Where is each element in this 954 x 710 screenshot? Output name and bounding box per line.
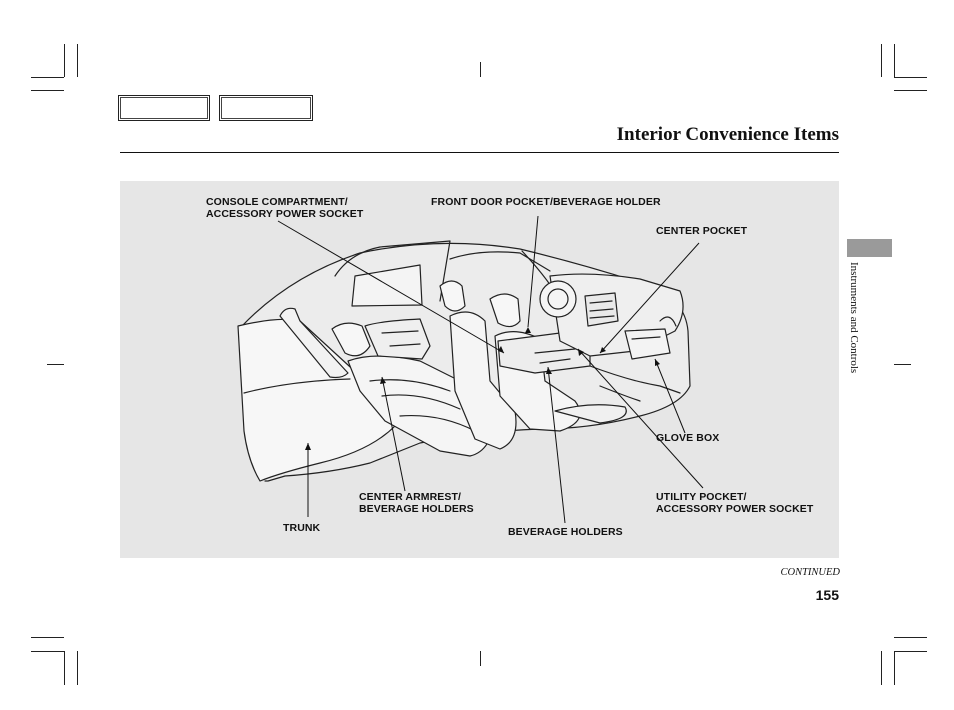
- crop-mark: [77, 44, 78, 77]
- crop-mark: [894, 651, 895, 685]
- crop-mark: [480, 62, 481, 77]
- crop-mark: [881, 44, 882, 77]
- leader-arrowhead: [655, 359, 660, 366]
- crop-mark: [894, 44, 895, 77]
- callout-front-door: FRONT DOOR POCKET/BEVERAGE HOLDER: [431, 196, 661, 208]
- section-tab-label: Instruments and Controls: [848, 262, 860, 374]
- crop-mark: [480, 651, 481, 666]
- nav-tab-box: [118, 95, 210, 121]
- callout-armrest: CENTER ARMREST/ BEVERAGE HOLDERS: [359, 491, 474, 515]
- leader-arrowhead: [546, 367, 552, 374]
- callout-beverage: BEVERAGE HOLDERS: [508, 526, 623, 538]
- nav-tab-box: [219, 95, 313, 121]
- title-rule: [120, 152, 839, 153]
- illustration-panel: CONSOLE COMPARTMENT/ ACCESSORY POWER SOC…: [120, 181, 839, 558]
- crop-mark: [31, 651, 64, 652]
- crop-mark: [31, 90, 64, 91]
- leader-line: [577, 348, 704, 489]
- leader-line: [381, 376, 406, 492]
- continued-note: CONTINUED: [780, 567, 840, 578]
- leader-arrowhead: [380, 377, 386, 384]
- leader-line: [277, 220, 505, 354]
- crop-mark: [31, 637, 64, 638]
- callout-console: CONSOLE COMPARTMENT/ ACCESSORY POWER SOC…: [206, 196, 364, 220]
- crop-mark: [894, 77, 927, 78]
- crop-mark: [64, 651, 65, 685]
- leader-arrowhead: [498, 346, 504, 353]
- crop-mark: [77, 651, 78, 685]
- leader-line: [547, 366, 566, 524]
- leader-arrowhead: [600, 347, 606, 353]
- callout-utility: UTILITY POCKET/ ACCESSORY POWER SOCKET: [656, 491, 814, 515]
- crop-mark: [881, 651, 882, 685]
- section-tab: [847, 239, 892, 257]
- callout-leaders: [277, 215, 704, 524]
- crop-mark: [894, 364, 911, 365]
- crop-mark: [894, 637, 927, 638]
- callout-trunk: TRUNK: [283, 522, 321, 534]
- leader-arrowhead: [578, 349, 584, 356]
- leader-arrowhead: [525, 327, 531, 333]
- leader-line: [599, 242, 700, 354]
- crop-mark: [894, 651, 927, 652]
- callout-center-pocket: CENTER POCKET: [656, 225, 748, 237]
- car-interior-illustration: [237, 240, 691, 482]
- crop-mark: [894, 90, 927, 91]
- crop-mark: [31, 77, 64, 78]
- leader-line: [527, 215, 539, 328]
- crop-mark: [64, 44, 65, 77]
- leader-arrowhead: [305, 443, 311, 450]
- leader-line: [654, 358, 686, 434]
- crop-mark: [47, 364, 64, 365]
- callout-glove-box: GLOVE BOX: [656, 432, 720, 444]
- page-number: 155: [815, 587, 839, 603]
- page-title: Interior Convenience Items: [616, 124, 839, 145]
